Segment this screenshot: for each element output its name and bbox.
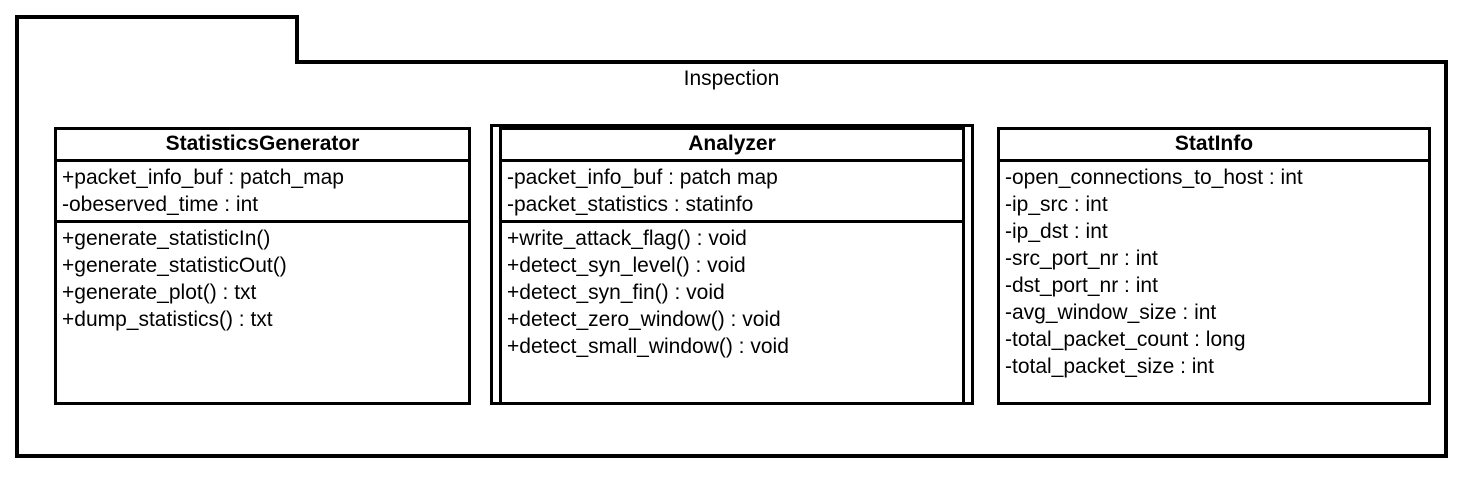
method-row: +dump_statistics() : txt <box>62 308 273 331</box>
package-tab <box>15 15 299 63</box>
attribute-row: -obeserved_time : int <box>62 193 259 216</box>
method-row: +write_attack_flag() : void <box>507 227 747 250</box>
methods-compartment-analyzer: +write_attack_flag() : void +detect_syn_… <box>502 223 962 402</box>
attributes-compartment-analyzer: -packet_info_buf : patch map -packet_sta… <box>502 162 962 223</box>
attributes-compartment-statinfo: -open_connections_to_host : int -ip_src … <box>1000 162 1428 402</box>
attribute-row: -src_port_nr : int <box>1005 247 1158 270</box>
package-name-label: Inspection <box>683 67 780 90</box>
class-name-statisticsgenerator: StatisticsGenerator <box>57 130 468 162</box>
attribute-row: -avg_window_size : int <box>1005 301 1217 324</box>
attribute-row: -open_connections_to_host : int <box>1005 166 1303 189</box>
class-name-statinfo: StatInfo <box>1000 130 1428 162</box>
method-row: +generate_plot() : txt <box>62 281 257 304</box>
method-row: +generate_statisticOut() <box>62 254 287 277</box>
attribute-row: -total_packet_size : int <box>1005 355 1214 378</box>
method-row: +detect_syn_fin() : void <box>507 281 725 304</box>
class-box-statinfo[interactable]: StatInfo -open_connections_to_host : int… <box>997 127 1431 405</box>
class-name-analyzer: Analyzer <box>502 130 962 162</box>
attribute-row: +packet_info_buf : patch_map <box>62 166 344 189</box>
attribute-row: -packet_statistics : statinfo <box>507 193 754 216</box>
class-box-analyzer[interactable]: Analyzer -packet_info_buf : patch map -p… <box>499 127 965 405</box>
method-row: +detect_syn_level() : void <box>507 254 746 277</box>
attribute-row: -total_packet_count : long <box>1005 328 1246 351</box>
attribute-row: -packet_info_buf : patch map <box>507 166 778 189</box>
attribute-row: -dst_port_nr : int <box>1005 274 1158 297</box>
attributes-compartment-statisticsgenerator: +packet_info_buf : patch_map -obeserved_… <box>57 162 468 223</box>
class-box-statisticsgenerator[interactable]: StatisticsGenerator +packet_info_buf : p… <box>54 127 471 405</box>
package-tab-seam <box>19 59 295 64</box>
attribute-row: -ip_dst : int <box>1005 220 1108 243</box>
methods-compartment-statisticsgenerator: +generate_statisticIn() +generate_statis… <box>57 223 468 402</box>
method-row: +generate_statisticIn() <box>62 227 271 250</box>
method-row: +detect_zero_window() : void <box>507 308 781 331</box>
method-row: +detect_small_window() : void <box>507 335 789 358</box>
attribute-row: -ip_src : int <box>1005 193 1108 216</box>
